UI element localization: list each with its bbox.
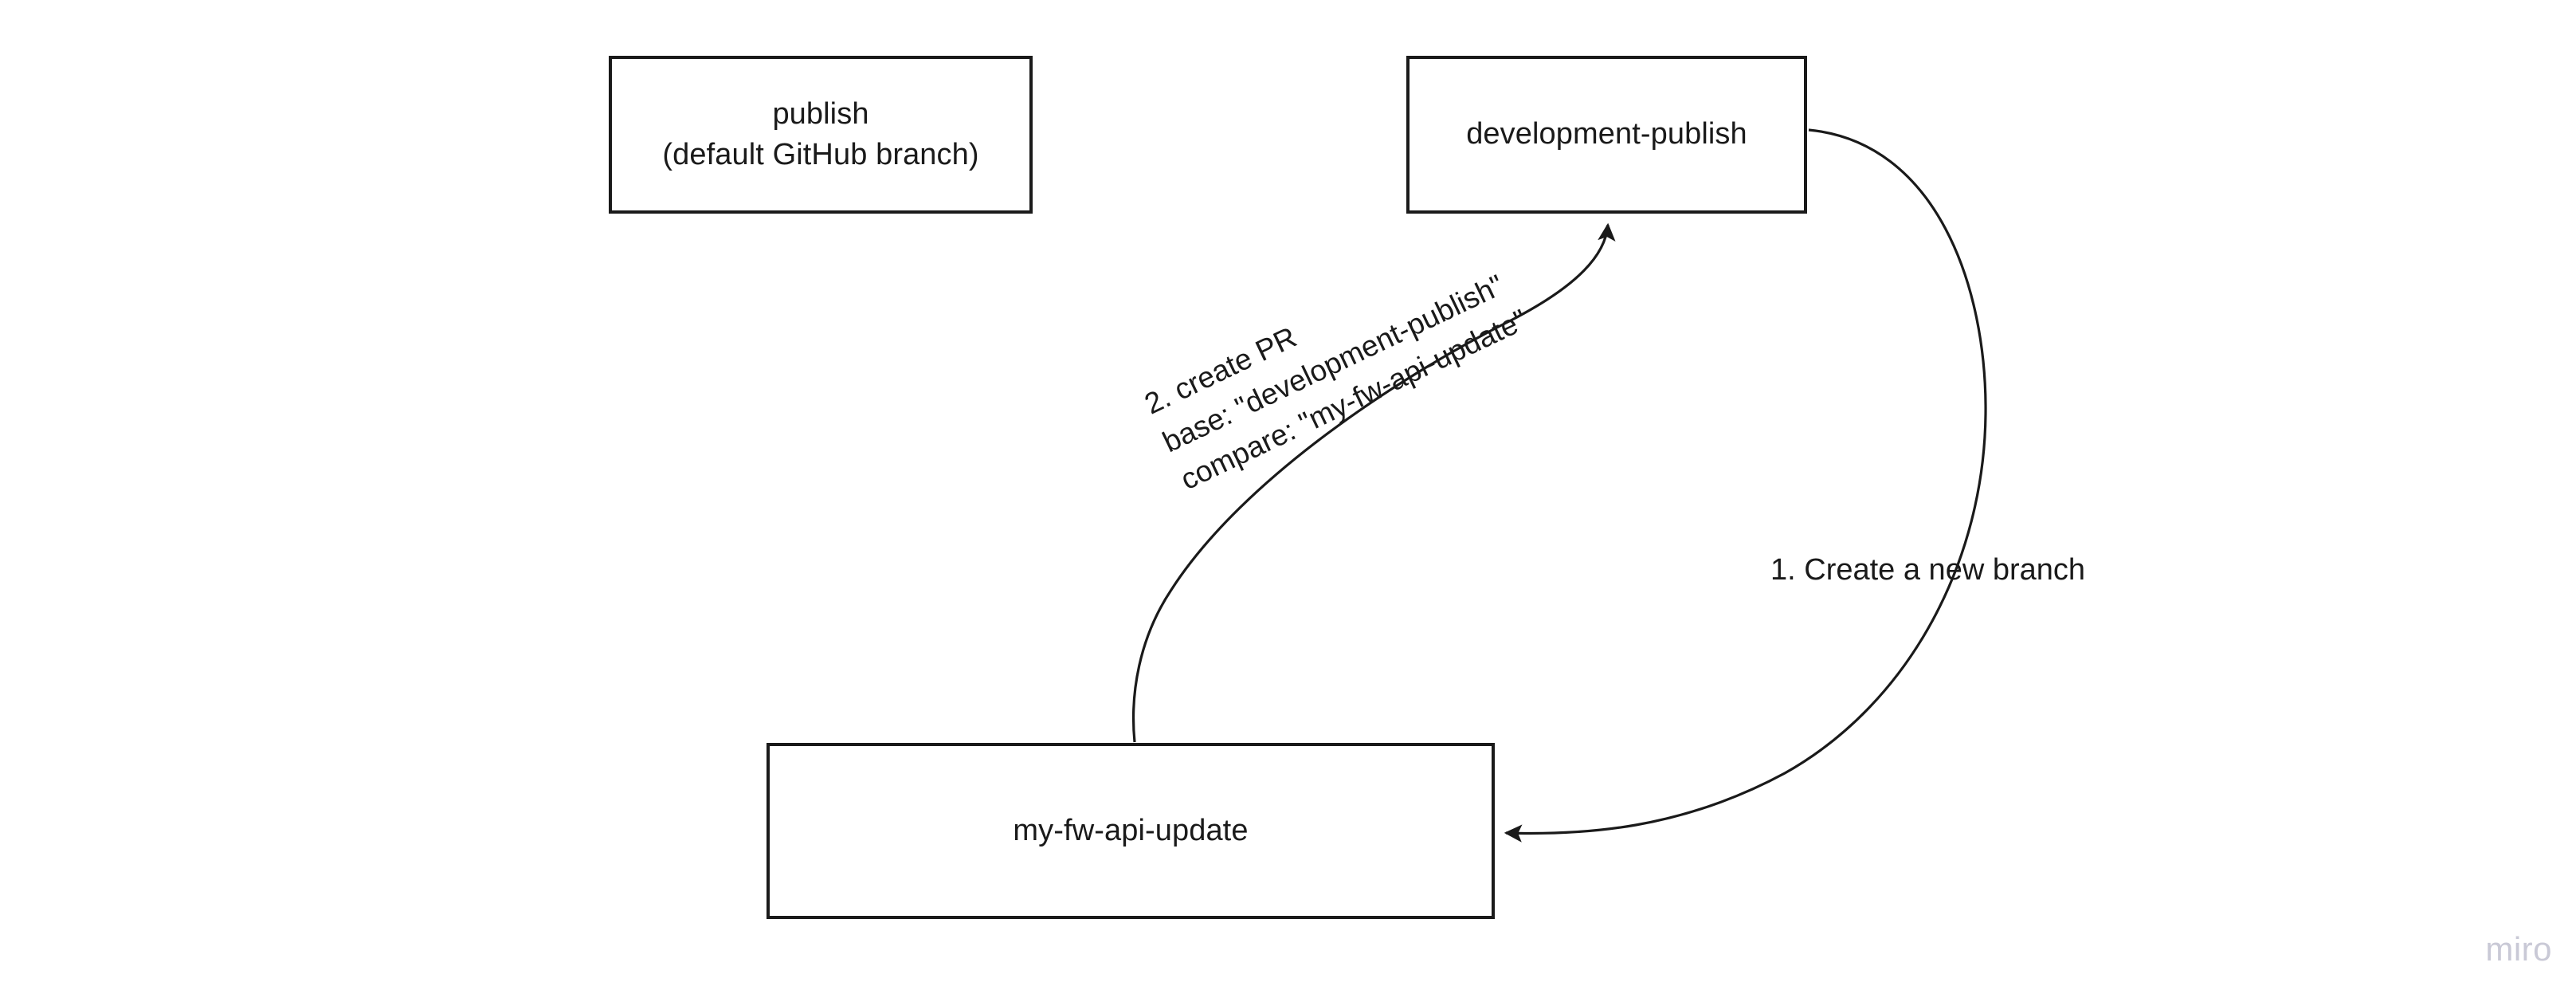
edge-label-create-branch[interactable]: 1. Create a new branch [1770, 553, 2086, 587]
edge-create-branch-path [1504, 128, 1987, 843]
node-my-fw-api-update-label: my-fw-api-update [1013, 813, 1249, 847]
miro-watermark: miro [2485, 930, 2552, 968]
node-publish[interactable]: publish (default GitHub branch) [609, 56, 1033, 214]
node-publish-label: publish (default GitHub branch) [662, 96, 979, 171]
node-my-fw-api-update[interactable]: my-fw-api-update [767, 743, 1495, 919]
node-development-publish[interactable]: development-publish [1406, 56, 1807, 214]
edge-label-create-pr[interactable]: 2. create PR base: "development-publish"… [1139, 268, 1533, 497]
node-development-publish-label: development-publish [1466, 117, 1747, 151]
